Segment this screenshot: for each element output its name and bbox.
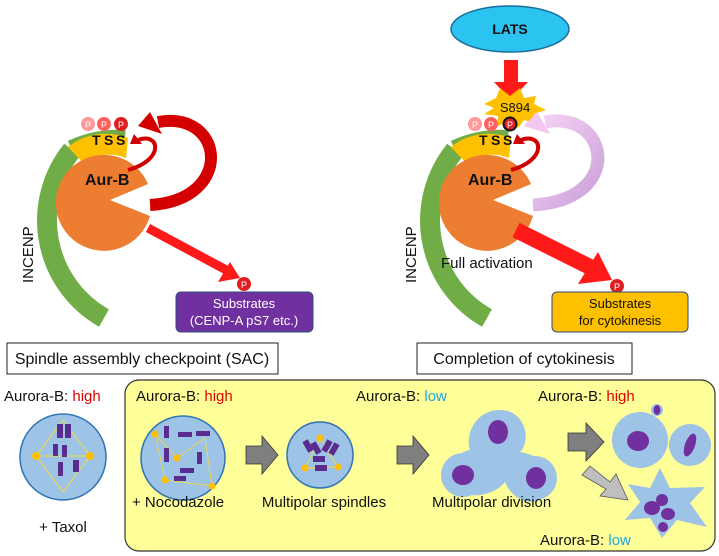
kinase-label-right: Aur-B: [468, 172, 512, 189]
sac-label-box: [6, 342, 279, 375]
outcome-high-aurora-label: Aurora-B: high: [538, 388, 635, 405]
left-complex: Aur-B INCENP P P P T S S P Substrates (C…: [20, 112, 314, 333]
scaffold-label-right: INCENP: [403, 226, 420, 283]
taxol-aurora-label: Aurora-B: high: [4, 388, 101, 405]
multipolar-division-label: Multipolar division: [432, 494, 551, 511]
taxol-cell: [19, 413, 107, 501]
phospho-mark: P: [241, 280, 247, 290]
residue-s1: S: [491, 132, 500, 148]
phospho-mark: P: [614, 282, 620, 292]
substrate-line1-left: Substrates: [213, 296, 276, 311]
multipolar-division-cell: [441, 410, 557, 502]
progress-arrow-2: [396, 434, 430, 476]
autophos-arrow-large-left: [149, 114, 217, 211]
outcome-arrow-high: [567, 421, 605, 463]
multipolar-spindles-cell: [286, 421, 354, 489]
nocodazole-label: + Nocodazole: [132, 494, 224, 511]
phospho-mark: P: [101, 120, 107, 130]
activation-loop-right: [451, 133, 511, 164]
lats-node: [450, 5, 570, 53]
full-activation-label: Full activation: [441, 255, 533, 272]
nocodazole-cell: [140, 415, 226, 501]
residue-s2: S: [116, 132, 125, 148]
phospho-mark: P: [488, 120, 494, 130]
residue-t: T: [92, 132, 101, 148]
outcome-low-aurora-label: Aurora-B: low: [540, 532, 631, 549]
cytokinesis-label-box: [416, 342, 633, 375]
phospho-sites-left: P P P T S S: [81, 117, 128, 148]
lats-arrow: [504, 60, 518, 84]
right-complex: LATS S894 Aur-B INCENP Full activation: [403, 5, 689, 333]
incenp-scaffold-left: [37, 143, 110, 327]
residue-t: T: [479, 132, 488, 148]
outcome-low-cell: [625, 468, 707, 538]
lats-label: LATS: [492, 21, 528, 37]
activation-loop-left: [68, 133, 128, 164]
division-aurora-label: Aurora-B: low: [356, 388, 447, 405]
sac-label: Spindle assembly checkpoint (SAC): [15, 351, 269, 368]
s894-starburst: [484, 88, 546, 128]
nocodazole-aurora-label: Aurora-B: high: [136, 388, 233, 405]
outcome-arrow-low: [581, 465, 629, 501]
autophos-arrow-small-left: [127, 136, 158, 172]
substrate-box-left: [175, 291, 314, 333]
incenp-scaffold-right: [420, 143, 493, 327]
phospho-sites-right: P P P T S S: [468, 116, 518, 148]
cytokinesis-label: Completion of cytokinesis: [433, 351, 614, 368]
s894-label: S894: [500, 100, 530, 115]
phospho-mark: P: [472, 120, 478, 130]
substrate-box-right: [551, 291, 689, 333]
outcome-high-cells: [612, 404, 711, 468]
taxol-label: + Taxol: [39, 519, 87, 536]
aurora-b-kinase-right: [438, 154, 533, 251]
phospho-mark: P: [507, 120, 513, 130]
autophos-arrow-large-right: [532, 114, 605, 212]
arrow-to-substrates-left: [145, 224, 233, 276]
residue-s2: S: [503, 132, 512, 148]
substrate-line1-right: Substrates: [589, 296, 652, 311]
scaffold-label-left: INCENP: [20, 226, 37, 283]
multipolar-spindles-label: Multipolar spindles: [262, 494, 386, 511]
phospho-mark: P: [118, 120, 124, 130]
autophos-arrow-small-right: [510, 136, 541, 172]
substrate-line2-right: for cytokinesis: [579, 313, 662, 328]
phospho-mark: P: [85, 120, 91, 130]
kinase-label-left: Aur-B: [85, 172, 129, 189]
substrate-line2-left: (CENP-A pS7 etc.): [190, 313, 298, 328]
residue-s1: S: [104, 132, 113, 148]
arrow-to-substrates-right: [512, 222, 600, 278]
aurora-b-kinase-left: [55, 154, 150, 251]
progress-arrow-1: [245, 434, 279, 476]
